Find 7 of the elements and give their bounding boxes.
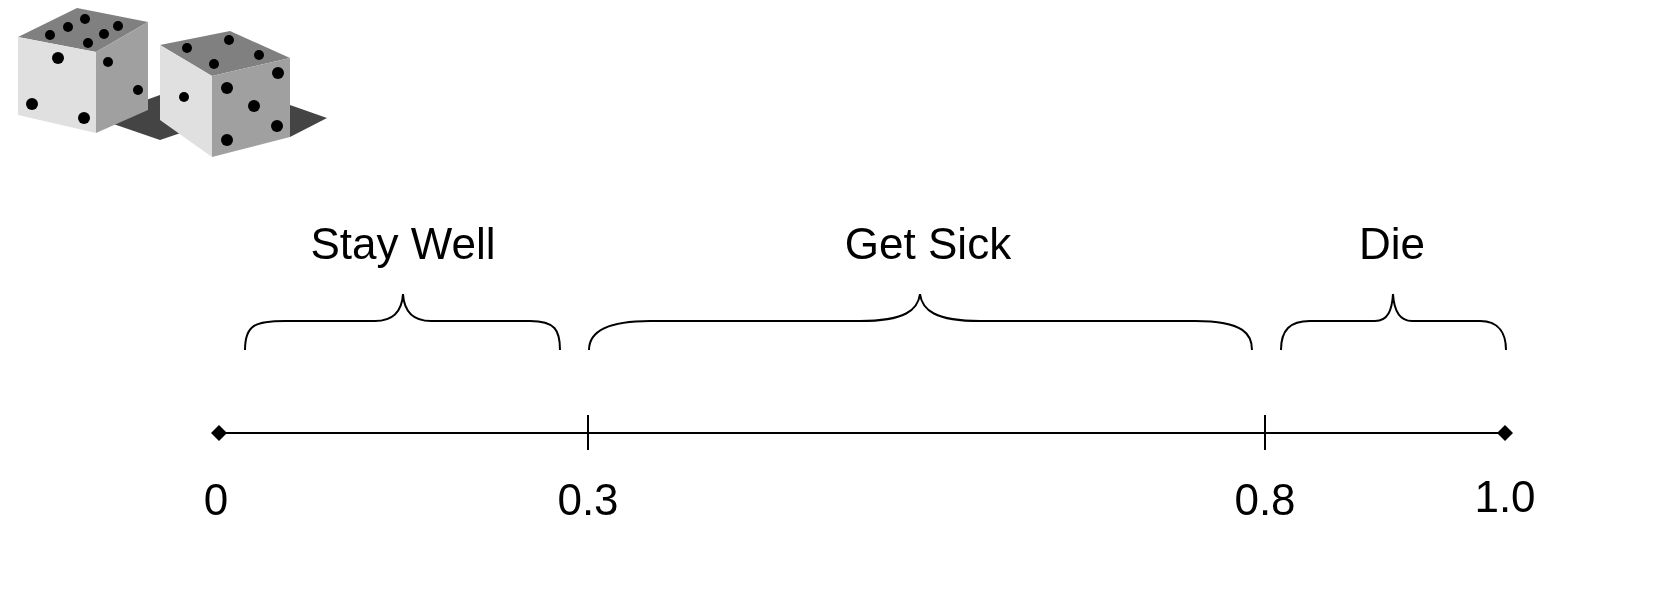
- tick-label: 0.8: [1234, 478, 1296, 522]
- tick-label: 1.0: [1474, 475, 1536, 519]
- outcome-label: Get Sick: [844, 222, 1012, 266]
- tick-label: 0.3: [557, 478, 619, 522]
- outcome-label: Stay Well: [310, 222, 496, 266]
- tick-label: 0: [203, 478, 229, 522]
- outcome-label: Die: [1359, 222, 1425, 266]
